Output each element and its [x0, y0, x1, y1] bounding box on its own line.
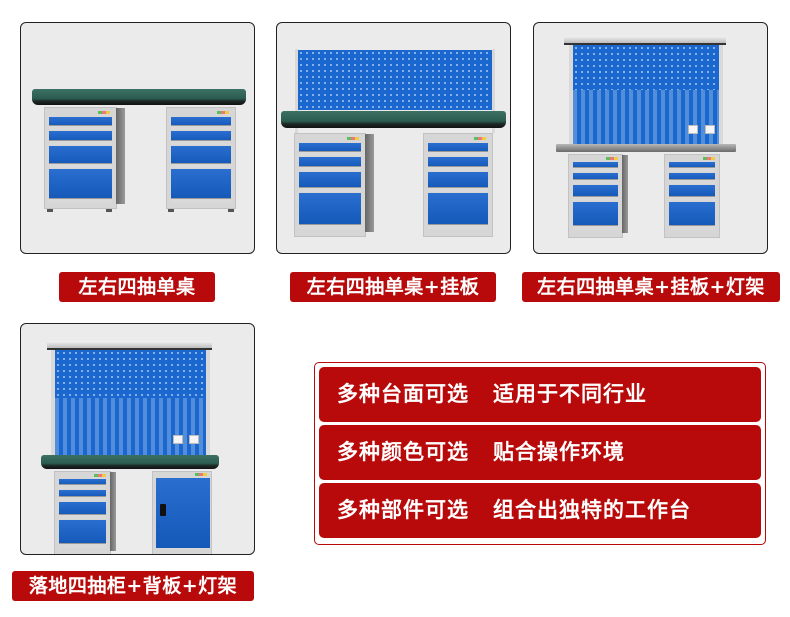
product-image-panel-1[interactable]	[20, 22, 255, 254]
steel-bench-top	[556, 144, 736, 152]
features-box: 多种台面可选适用于不同行业 多种颜色可选贴合操作环境 多种部件可选组合出独特的工…	[314, 362, 766, 545]
product-label-4: 落地四抽柜+背板+灯架	[12, 571, 254, 601]
feature-desc: 适用于不同行业	[493, 382, 647, 406]
product-label-2: 左右四抽单桌+挂板	[290, 272, 496, 302]
feature-title: 多种台面可选	[337, 382, 469, 406]
product-image-panel-3[interactable]	[533, 22, 768, 254]
feature-row-3: 多种部件可选组合出独特的工作台	[319, 483, 761, 538]
lamp-shelf	[47, 341, 212, 350]
right-drawer-cabinet	[166, 107, 236, 209]
pegboard	[298, 50, 492, 110]
product-image-panel-2[interactable]	[276, 22, 511, 254]
right-drawer-cabinet	[423, 133, 493, 237]
bench-top	[41, 455, 219, 469]
product-label-1: 左右四抽单桌	[59, 272, 215, 302]
right-drawer-cabinet	[664, 154, 720, 238]
left-drawer-cabinet	[568, 154, 628, 238]
product-label-3: 左右四抽单桌+挂板+灯架	[522, 272, 780, 302]
louvered-panel	[55, 398, 206, 455]
pegboard	[573, 45, 719, 90]
feature-title: 多种部件可选	[337, 498, 469, 522]
door-cabinet	[152, 471, 212, 554]
bench-top	[281, 111, 506, 128]
pegboard	[55, 350, 206, 398]
louvered-panel	[573, 90, 719, 147]
feature-desc: 组合出独特的工作台	[493, 498, 691, 522]
feature-title: 多种颜色可选	[337, 440, 469, 464]
door-lock	[160, 504, 166, 516]
feature-desc: 贴合操作环境	[493, 440, 625, 464]
lamp-shelf	[564, 36, 726, 45]
left-drawer-cabinet	[294, 133, 374, 237]
product-image-panel-4[interactable]	[20, 323, 255, 555]
feature-row-2: 多种颜色可选贴合操作环境	[319, 425, 761, 480]
feature-row-1: 多种台面可选适用于不同行业	[319, 367, 761, 422]
drawer-cabinet	[54, 471, 116, 554]
bench-top	[32, 89, 246, 105]
left-drawer-cabinet	[44, 107, 125, 209]
